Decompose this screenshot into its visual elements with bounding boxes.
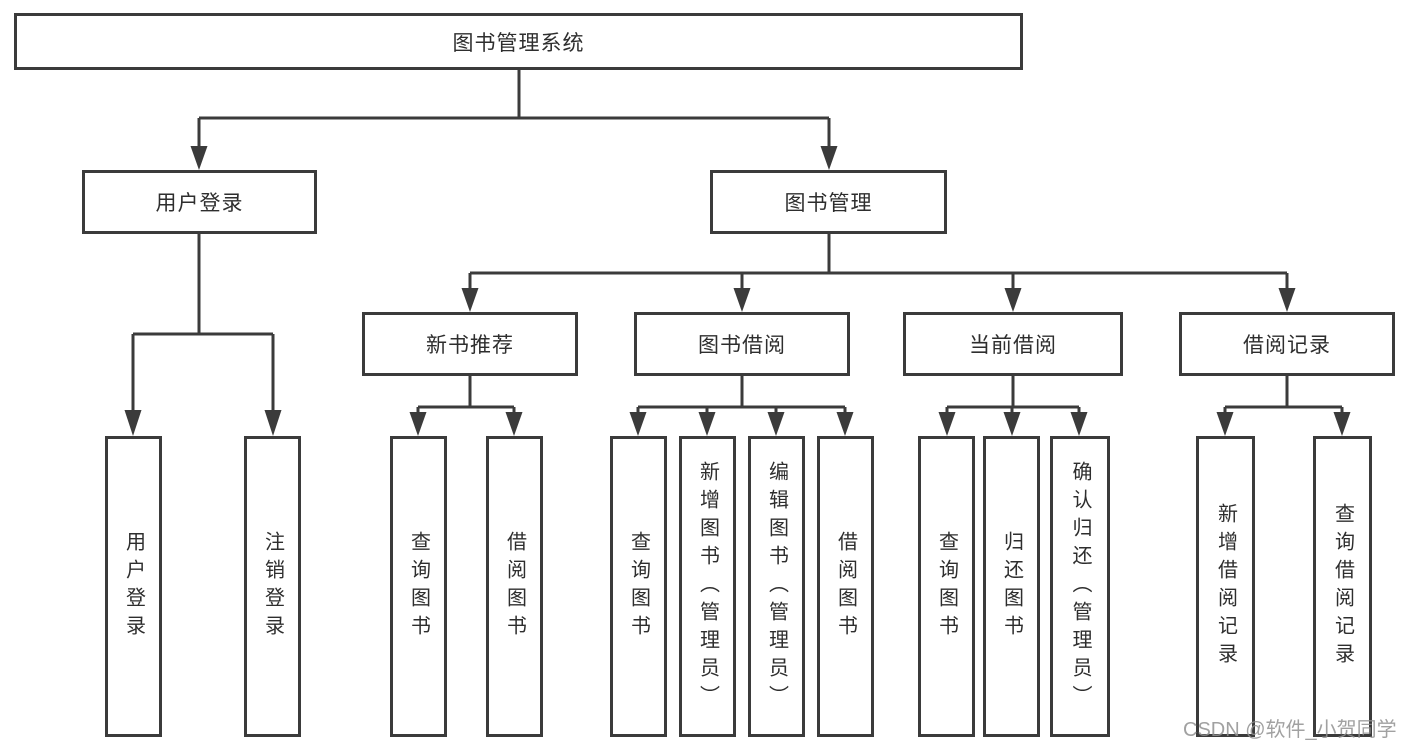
leaf-add-borrow-record: 新增借阅记录 xyxy=(1196,436,1255,737)
node-label: 编辑图书（管理员） xyxy=(765,460,788,713)
node-user-login: 用户登录 xyxy=(82,170,317,234)
node-library-management-system: 图书管理系统 xyxy=(14,13,1023,70)
node-label: 用户登录 xyxy=(122,530,145,643)
leaf-query-books-recommend: 查询图书 xyxy=(390,436,447,737)
connector-user-login-to-leaves xyxy=(124,234,282,436)
connector-current-borrowing-to-leaves xyxy=(938,376,1088,436)
connector-book-borrowing-to-leaves xyxy=(629,376,854,436)
node-label: 用户登录 xyxy=(155,192,244,215)
arrowhead-icon xyxy=(505,412,523,436)
leaf-edit-book-admin: 编辑图书（管理员） xyxy=(748,436,805,737)
node-label: 新增图书（管理员） xyxy=(696,460,719,713)
node-label: 借阅记录 xyxy=(1243,334,1331,357)
connector-borrowing-records-to-leaves xyxy=(1216,376,1351,436)
arrowhead-icon xyxy=(733,288,751,312)
node-label: 归还图书 xyxy=(1000,530,1023,643)
connector-new-book-recommendation-to-leaves xyxy=(409,376,523,436)
node-label: 新增借阅记录 xyxy=(1214,502,1237,671)
arrowhead-icon xyxy=(1003,412,1021,436)
node-label: 图书借阅 xyxy=(698,334,786,357)
node-label: 注销登录 xyxy=(261,530,284,643)
arrowhead-icon xyxy=(820,146,838,170)
arrowhead-icon xyxy=(938,412,956,436)
arrowhead-icon xyxy=(190,146,208,170)
node-current-borrowing: 当前借阅 xyxy=(903,312,1123,376)
arrowhead-icon xyxy=(629,412,647,436)
node-new-book-recommendation: 新书推荐 xyxy=(362,312,578,376)
node-label: 借阅图书 xyxy=(503,530,526,643)
node-label: 查询图书 xyxy=(935,530,958,643)
node-label: 查询图书 xyxy=(627,530,650,643)
arrowhead-icon xyxy=(698,412,716,436)
leaf-add-book-admin: 新增图书（管理员） xyxy=(679,436,736,737)
node-label: 借阅图书 xyxy=(834,530,857,643)
arrowhead-icon xyxy=(1004,288,1022,312)
node-label: 图书管理系统 xyxy=(452,31,585,55)
watermark: CSDN @软件_小贺同学 xyxy=(1183,719,1397,741)
arrowhead-icon xyxy=(461,288,479,312)
connector-book-management-to-level3 xyxy=(461,234,1296,312)
leaf-borrow-books-recommend: 借阅图书 xyxy=(486,436,543,737)
node-label: 图书管理 xyxy=(784,192,873,215)
leaf-borrow-books-borrowing: 借阅图书 xyxy=(817,436,874,737)
node-book-management: 图书管理 xyxy=(710,170,947,234)
arrowhead-icon xyxy=(1333,412,1351,436)
arrowhead-icon xyxy=(409,412,427,436)
arrowhead-icon xyxy=(1070,412,1088,436)
arrowhead-icon xyxy=(767,412,785,436)
node-label: 当前借阅 xyxy=(969,334,1057,357)
arrowhead-icon xyxy=(836,412,854,436)
leaf-query-books-current: 查询图书 xyxy=(918,436,975,737)
node-borrowing-records: 借阅记录 xyxy=(1179,312,1395,376)
arrowhead-icon xyxy=(1216,412,1234,436)
leaf-query-books-borrowing: 查询图书 xyxy=(610,436,667,737)
leaf-logout: 注销登录 xyxy=(244,436,301,737)
leaf-query-borrow-record: 查询借阅记录 xyxy=(1313,436,1372,737)
connector-root-to-level2 xyxy=(190,69,838,170)
node-label: 查询图书 xyxy=(407,530,430,643)
arrowhead-icon xyxy=(124,410,142,436)
leaf-confirm-return-admin: 确认归还（管理员） xyxy=(1050,436,1110,737)
node-label: 新书推荐 xyxy=(426,334,514,357)
leaf-user-login: 用户登录 xyxy=(105,436,162,737)
leaf-return-books: 归还图书 xyxy=(983,436,1040,737)
arrowhead-icon xyxy=(1278,288,1296,312)
node-label: 确认归还（管理员） xyxy=(1069,460,1091,713)
node-label: 查询借阅记录 xyxy=(1331,502,1354,671)
arrowhead-icon xyxy=(264,410,282,436)
node-book-borrowing: 图书借阅 xyxy=(634,312,850,376)
